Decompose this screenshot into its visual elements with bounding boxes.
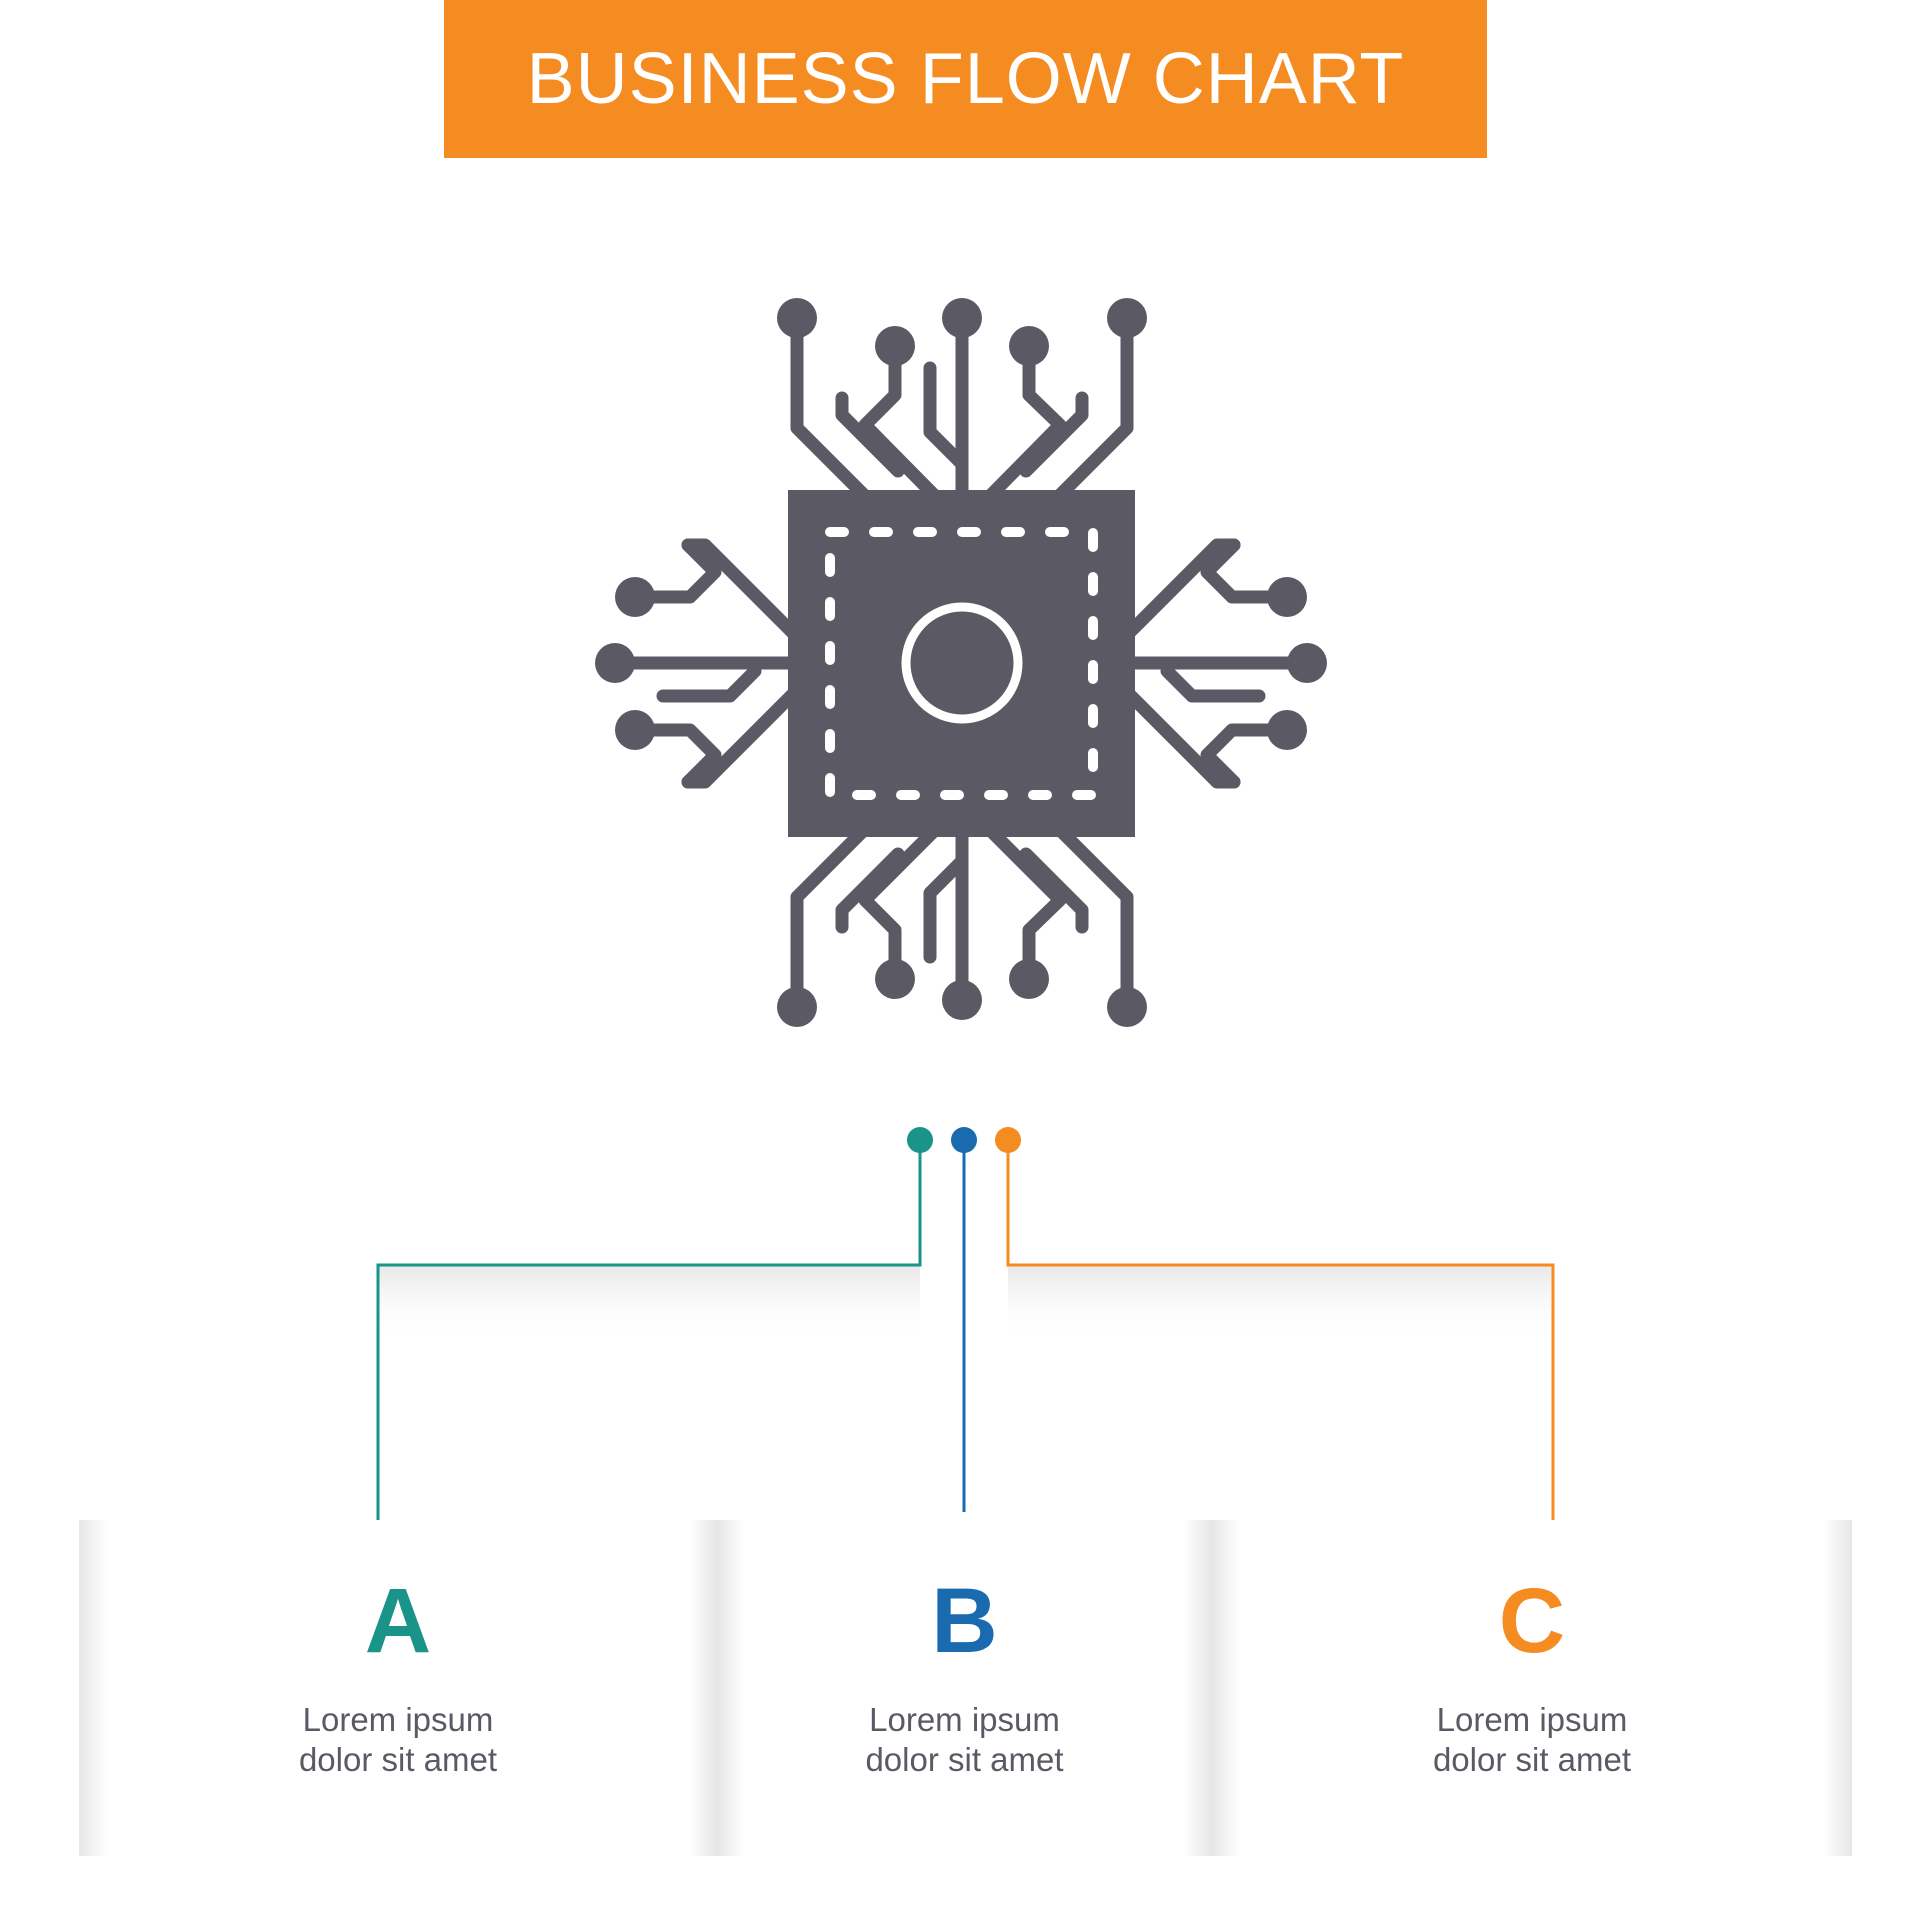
- chart-title: BUSINESS FLOW CHART: [526, 39, 1405, 119]
- step-box-c: C Lorem ipsum dolor sit amet: [1212, 1520, 1852, 1856]
- step-text-b: Lorem ipsum dolor sit amet: [865, 1701, 1064, 1778]
- dot-c: [995, 1127, 1021, 1153]
- circuit-chip-icon: [595, 298, 1327, 1027]
- dot-a: [907, 1127, 933, 1153]
- title-banner: BUSINESS FLOW CHART: [444, 0, 1487, 158]
- connector-a: [376, 1140, 922, 1532]
- step-box-b: B Lorem ipsum dolor sit amet: [717, 1520, 1212, 1856]
- step-text-c: Lorem ipsum dolor sit amet: [1432, 1701, 1632, 1778]
- step-letter-c: C: [1498, 1570, 1566, 1672]
- step-letter-b: B: [931, 1570, 998, 1672]
- step-letter-a: A: [364, 1570, 432, 1672]
- step-text-a: Lorem ipsum dolor sit amet: [298, 1701, 498, 1778]
- connector-c: [1006, 1140, 1555, 1532]
- step-box-a: A Lorem ipsum dolor sit amet: [79, 1520, 717, 1856]
- dot-b: [951, 1127, 977, 1153]
